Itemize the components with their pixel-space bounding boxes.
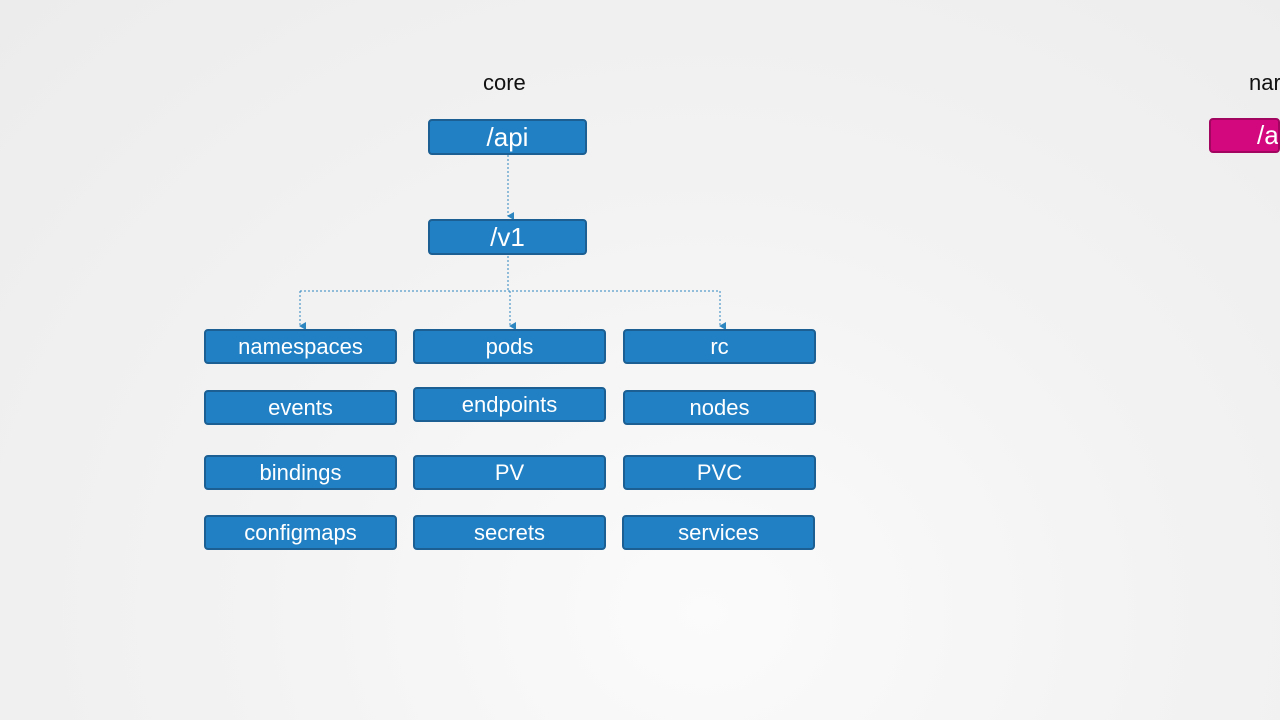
resource-services: services — [622, 515, 815, 550]
api-node: /api — [428, 119, 587, 155]
resource-pods: pods — [413, 329, 606, 364]
resource-secrets: secrets — [413, 515, 606, 550]
resource-events: events — [204, 390, 397, 425]
resource-namespaces: namespaces — [204, 329, 397, 364]
core-group-label: core — [483, 70, 526, 95]
v1-node: /v1 — [428, 219, 587, 255]
resource-bindings: bindings — [204, 455, 397, 490]
named-group-label: nar — [1249, 70, 1280, 95]
resource-pv: PV — [413, 455, 606, 490]
resource-endpoints: endpoints — [413, 387, 606, 422]
named-api-node: /a — [1209, 118, 1280, 153]
resource-rc: rc — [623, 329, 816, 364]
resource-configmaps: configmaps — [204, 515, 397, 550]
resource-nodes: nodes — [623, 390, 816, 425]
resource-pvc: PVC — [623, 455, 816, 490]
